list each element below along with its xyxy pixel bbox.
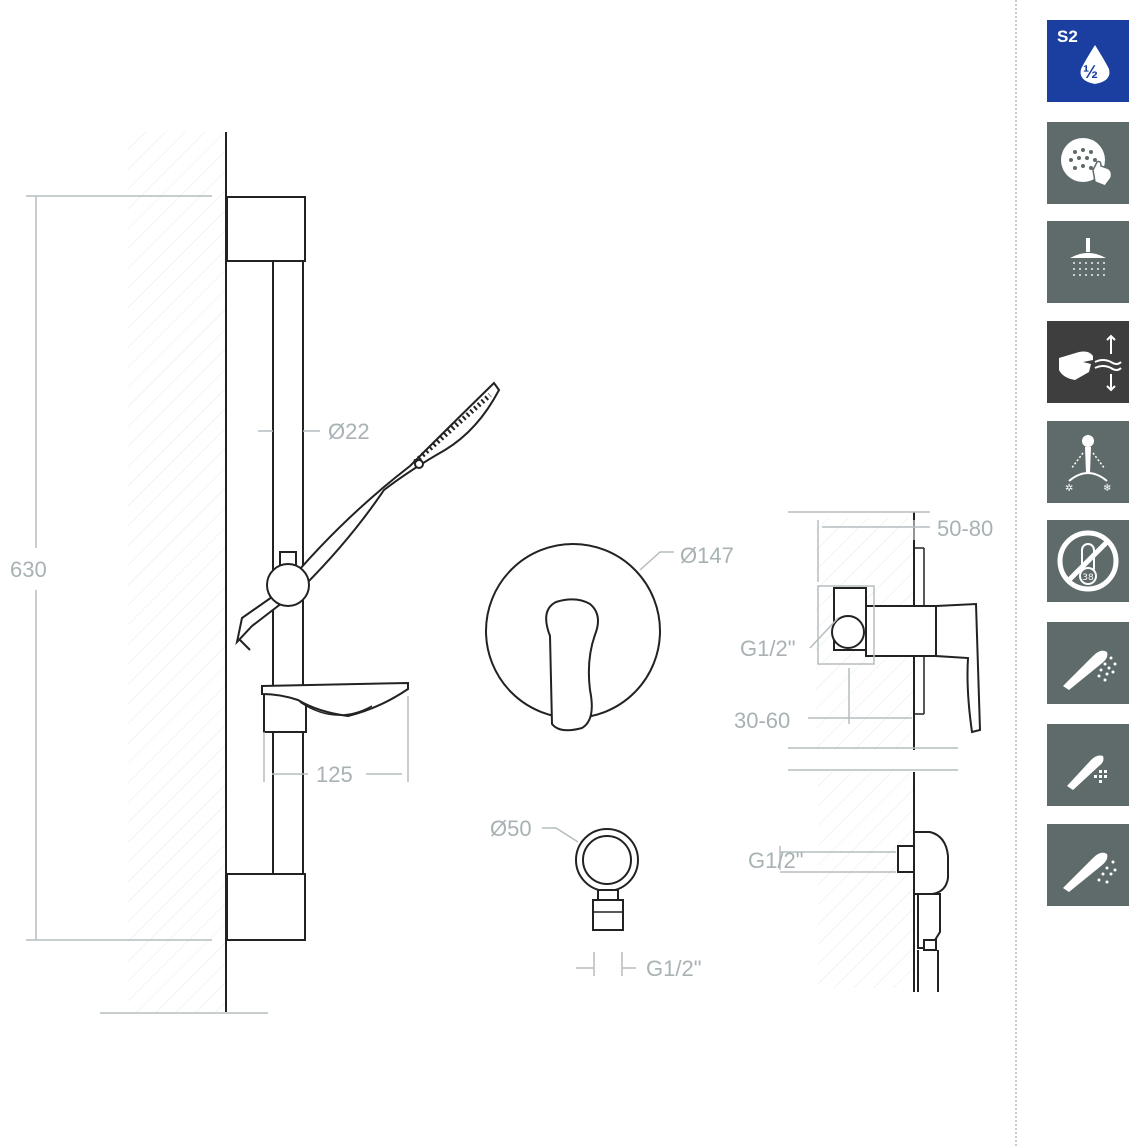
dim-escutcheon-leader — [639, 551, 674, 571]
top-bracket — [226, 196, 306, 262]
hand-shower-rain-jet-icon — [1047, 824, 1129, 906]
bottom-bracket — [226, 873, 306, 941]
badge-bottom-label: ½ — [1083, 62, 1099, 82]
dim-outlet-leader — [542, 827, 579, 843]
hand-flow-control-icon — [1047, 321, 1129, 403]
s2-half-badge: S2 ½ — [1047, 20, 1129, 102]
side-lever — [935, 602, 982, 734]
sidebar-separator — [1015, 0, 1017, 1146]
inlet-box — [817, 585, 875, 665]
dim-wall-depth-upper-label: 50-80 — [937, 516, 993, 541]
dim-height-label: 630 — [10, 557, 47, 582]
anti-limescale-spray-face-icon — [1047, 122, 1129, 204]
svg-text:✲: ✲ — [1065, 483, 1073, 494]
hand-shower-multi-jet-icon — [1047, 622, 1129, 704]
temperature-lever-icon: ✲ ❄ — [1047, 421, 1129, 503]
wall-outlet — [575, 828, 639, 892]
dim-escutcheon-label: Ø147 — [680, 543, 734, 568]
valve-body — [865, 605, 937, 657]
overhead-shower-icon — [1047, 221, 1129, 303]
badge-top-label: S2 — [1057, 27, 1078, 46]
outlet-stem — [597, 889, 619, 901]
dim-outlet-thread — [576, 952, 636, 976]
thermostat-off-icon: 38 — [1047, 520, 1129, 602]
dim-inlet-thread-upper-label: G1/2" — [740, 636, 796, 661]
dim-inlet-thread-lower-label: G1/2" — [748, 848, 804, 873]
wall-hatch-lower — [818, 772, 914, 988]
hand-shower-single-jet-icon — [1047, 724, 1129, 806]
outlet-elbow — [913, 831, 949, 895]
inlet-circle — [831, 615, 865, 649]
svg-text:❄: ❄ — [1103, 483, 1111, 494]
technical-drawing: 630 Ø22 125 Ø147 Ø50 — [10, 132, 993, 1014]
mixer-lever — [545, 598, 599, 732]
mixer-front-view: Ø147 Ø50 G1/2" — [485, 543, 734, 981]
dim-wall-depth-lower-label: 30-60 — [734, 708, 790, 733]
dim-soap-width — [263, 696, 409, 782]
dim-height — [26, 195, 212, 941]
thermostat-label: 38 — [1082, 573, 1094, 583]
dim-outlet-diameter-label: Ø50 — [490, 816, 532, 841]
dim-soap-width-label: 125 — [316, 762, 353, 787]
slider-knob — [266, 563, 310, 607]
outlet-thread-body — [592, 899, 624, 931]
dim-bar-diameter-label: Ø22 — [328, 419, 370, 444]
dim-outlet-thread-label: G1/2" — [646, 956, 702, 981]
water-drop-icon — [1080, 45, 1110, 84]
wall-hatch-left — [128, 132, 226, 1012]
shower-rail-assembly: 630 Ø22 125 — [10, 132, 501, 1014]
outlet-side-section: G1/2" — [748, 769, 958, 992]
soap-dish — [261, 681, 409, 733]
mixer-side-section: 50-80 G1/2" 30-60 — [734, 511, 993, 750]
